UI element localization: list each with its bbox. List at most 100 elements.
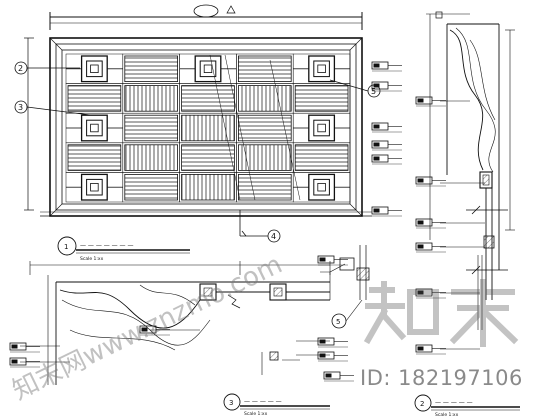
lattice-cell	[65, 112, 124, 144]
lattice-cell-border	[292, 172, 351, 203]
material-tag-fill	[11, 344, 18, 349]
material-tag-fill	[319, 353, 326, 358]
detail-circle-marker: 5	[336, 318, 340, 326]
elevation-title-block: — — — — — — — Scale 1:xx 1	[57, 236, 190, 262]
woven-slat	[181, 144, 235, 171]
lattice-cell	[292, 83, 351, 114]
lattice-cell	[65, 53, 124, 84]
fret-core	[317, 182, 326, 192]
material-tag-fill	[319, 339, 326, 344]
fret-inner	[86, 60, 103, 78]
fret-ornament	[80, 173, 108, 201]
woven-slat	[124, 144, 179, 171]
lattice-cell	[292, 53, 351, 84]
material-tag-fill	[373, 142, 380, 147]
material-tag	[9, 342, 40, 353]
lattice-cell	[122, 172, 180, 203]
material-tags-elevation	[371, 61, 402, 217]
material-tag-fill	[141, 327, 148, 332]
lattice-cell	[65, 172, 124, 203]
material-tag-fill	[11, 359, 18, 364]
callout-label-left-top: 2	[18, 64, 23, 73]
material-tag	[371, 81, 402, 92]
woven-slat	[181, 173, 235, 201]
plan-section-title-text: — — — — —	[244, 398, 282, 405]
fret-inner	[313, 119, 330, 137]
woven-slat	[237, 114, 292, 142]
woven-slat	[237, 144, 292, 171]
fret-inner	[86, 178, 103, 196]
woven-slat	[294, 85, 349, 112]
woven-slat	[294, 144, 349, 171]
lattice-cell	[122, 83, 180, 114]
callout-label-left-mid: 3	[18, 103, 23, 112]
woven-slat	[237, 173, 292, 201]
material-tag-fill	[417, 244, 424, 249]
side-section-scale: Scale 1:xx	[435, 412, 459, 418]
lattice-cell	[179, 112, 237, 144]
material-tag	[317, 351, 348, 362]
lattice-cell	[65, 83, 124, 114]
fret-inner	[199, 60, 217, 78]
lattice-panel	[65, 53, 351, 203]
elevation-scale: Scale 1:xx	[80, 256, 104, 262]
material-tag	[371, 140, 402, 151]
material-tag	[139, 325, 170, 336]
side-section-title-text: — — — — —	[435, 399, 473, 406]
fret-core	[317, 64, 326, 73]
lattice-cell	[236, 142, 294, 173]
material-tag	[371, 154, 402, 165]
lattice-cell	[236, 112, 294, 144]
elevation-title-text: — — — — — — —	[80, 242, 133, 249]
lattice-cell	[236, 53, 294, 84]
lattice-cell	[122, 112, 180, 144]
material-tags-plan-section	[9, 255, 354, 382]
lattice-cell	[292, 142, 351, 173]
diagonal-watermark-text: 知末网www.znzmo.com	[8, 250, 287, 407]
fret-ornament	[308, 114, 336, 142]
material-tag	[415, 176, 446, 187]
woven-slat	[67, 85, 122, 112]
lattice-cell	[122, 53, 180, 84]
plan-section-marker: 3	[229, 399, 233, 407]
material-tag	[415, 96, 446, 107]
lattice-cell	[179, 172, 237, 203]
material-tag-fill	[325, 373, 332, 378]
lattice-cell	[236, 83, 294, 114]
lattice-cell	[236, 172, 294, 203]
lattice-cell	[179, 142, 237, 173]
lattice-cell	[292, 172, 351, 203]
lattice-cell	[179, 83, 237, 114]
woven-slat	[237, 55, 292, 83]
material-tag	[317, 337, 348, 348]
woven-slat	[237, 85, 292, 112]
plan-section-view	[20, 245, 370, 385]
side-section-title-block: — — — — — Scale 1:xx 2	[414, 394, 520, 418]
lattice-cell	[122, 142, 180, 173]
elevation-marker: 1	[64, 243, 68, 251]
watermark-id: ID: 182197106	[360, 366, 523, 390]
material-tag-fill	[373, 83, 380, 88]
fret-ornament	[80, 55, 108, 83]
callout-label-bottom: 4	[271, 232, 276, 241]
material-tags-side-section	[415, 96, 446, 355]
material-tag	[371, 206, 402, 217]
fret-inner	[313, 60, 330, 78]
glass-reflection-lines	[209, 54, 301, 201]
material-tag	[415, 344, 446, 355]
material-tag-fill	[373, 208, 380, 213]
material-tag-fill	[417, 98, 424, 103]
side-section-marker: 2	[420, 400, 424, 408]
fret-ornament	[308, 55, 336, 83]
material-tag	[323, 371, 354, 382]
lattice-cell	[292, 112, 351, 144]
material-tag	[9, 357, 40, 368]
lattice-cell	[65, 142, 124, 173]
fret-ornament	[194, 55, 222, 83]
material-tag	[317, 255, 348, 266]
plan-section-title-block: — — — — — Scale 1:xx 3	[223, 393, 330, 417]
site-logo-watermark	[363, 279, 519, 347]
material-tag-fill	[373, 63, 380, 68]
fret-core	[90, 64, 99, 73]
